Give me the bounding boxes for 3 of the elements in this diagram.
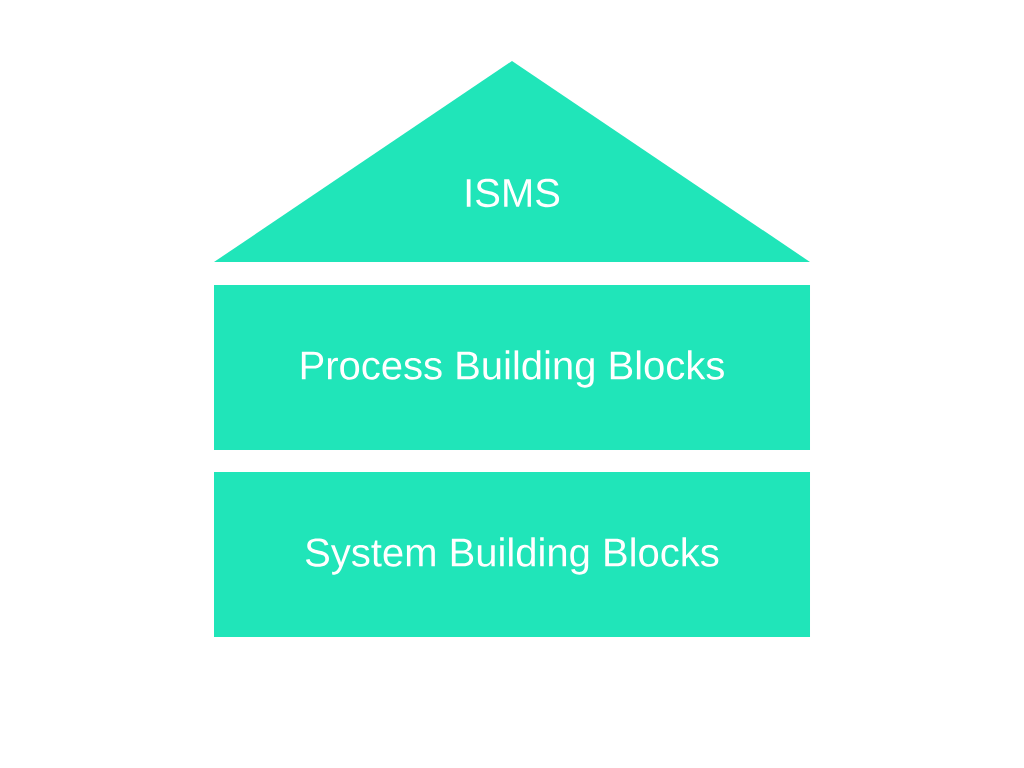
roof-triangle: ISMS xyxy=(214,61,810,262)
block-box: Process Building Blocks xyxy=(214,285,810,450)
block-box: System Building Blocks xyxy=(214,472,810,637)
